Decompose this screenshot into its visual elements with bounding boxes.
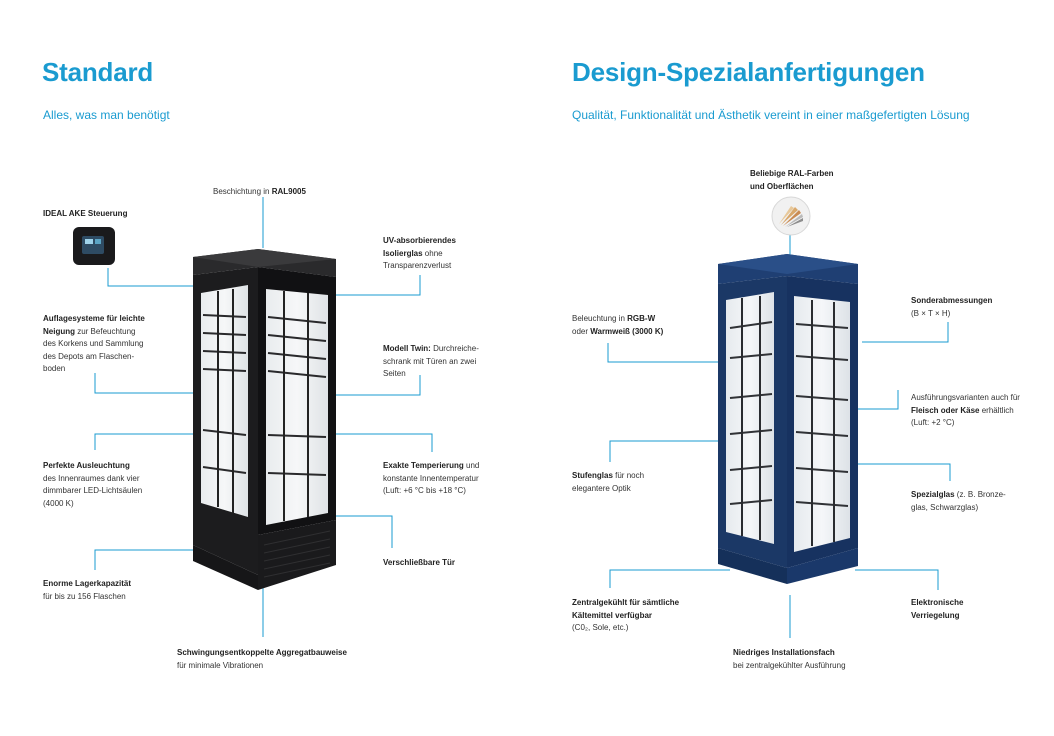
label-text: erhältlich bbox=[979, 405, 1014, 415]
label-text: Beschichtung in bbox=[213, 187, 272, 196]
label-special-glass: Spezialglas (z. B. Bronze-glas, Schwarzg… bbox=[911, 489, 1006, 514]
label-text: Modell Twin: bbox=[383, 344, 431, 353]
label-text: Niedriges Installationsfach bbox=[733, 648, 835, 657]
label-text: Beliebige RAL-Farben bbox=[750, 169, 834, 178]
label-text: RGB-W bbox=[627, 314, 656, 323]
label-text: Verriegelung bbox=[911, 610, 960, 620]
label-text: (B × T × H) bbox=[911, 308, 951, 318]
label-text: (Luft: +6 °C bis +18 °C) bbox=[383, 486, 466, 495]
label-text: oder bbox=[572, 326, 591, 336]
label-text: Auflagesysteme für leichte bbox=[43, 314, 145, 323]
label-rgb-lighting: Beleuchtung in RGB-W oder Warmweiß (3000 … bbox=[572, 313, 663, 338]
label-text: Schwingungsentkoppelte Aggregatbauweise bbox=[177, 648, 347, 657]
label-text: UV-absorbierendes bbox=[383, 236, 456, 245]
label-text: und Oberflächen bbox=[750, 181, 814, 191]
label-text: Verschließbare Tür bbox=[383, 558, 456, 567]
label-ral-colors: Beliebige RAL-Farben und Oberflächen bbox=[750, 168, 834, 193]
label-text: Beleuchtung in bbox=[572, 314, 628, 323]
color-swatch-fan-icon bbox=[771, 196, 811, 236]
label-text: Sonderabmessungen bbox=[911, 296, 993, 305]
label-text: und bbox=[463, 461, 480, 470]
label-text: bei zentralgekühlter Ausführung bbox=[733, 660, 846, 670]
label-text: Fleisch oder Käse bbox=[911, 405, 980, 415]
control-panel-icon bbox=[73, 227, 115, 265]
label-coating: Beschichtung in RAL9005 bbox=[213, 186, 306, 199]
label-text: Ausführungsvarianten auch für bbox=[911, 393, 1020, 402]
left-title: Standard bbox=[42, 57, 154, 87]
design-wine-cabinet bbox=[718, 254, 858, 584]
label-special-dimensions: Sonderabmessungen (B × T × H) bbox=[911, 295, 992, 320]
label-text: Isolierglas bbox=[383, 248, 423, 258]
label-text: glas, Schwarzglas) bbox=[911, 502, 979, 512]
label-step-glass: Stufenglas für noch elegantere Optik bbox=[572, 470, 644, 495]
label-text: (C0₂, Sole, etc.) bbox=[572, 623, 629, 632]
label-text: (4000 K) bbox=[43, 498, 74, 508]
label-text: Spezialglas bbox=[911, 490, 955, 499]
label-text: Exakte Temperierung bbox=[383, 461, 464, 470]
label-text: RAL9005 bbox=[271, 187, 306, 196]
standard-wine-cabinet bbox=[193, 249, 336, 590]
label-text: Elektronische bbox=[911, 598, 964, 607]
label-text: Seiten bbox=[383, 369, 406, 378]
label-text: des Korkens und Sammlung bbox=[43, 339, 144, 348]
label-text: Transparenzverlust bbox=[383, 261, 452, 270]
label-installation-compartment: Niedriges Installationsfach bei zentralge… bbox=[733, 647, 846, 672]
label-text: (Luft: +2 °C) bbox=[911, 418, 955, 427]
label-text: für noch bbox=[612, 471, 645, 480]
label-text: dimmbarer LED-Lichtsäulen bbox=[43, 486, 143, 495]
label-text: Warmweiß (3000 K) bbox=[590, 326, 664, 336]
label-lockable-door: Verschließbare Tür bbox=[383, 557, 455, 570]
right-subtitle: Qualität, Funktionalität und Ästhetik ve… bbox=[572, 108, 970, 122]
label-text: elegantere Optik bbox=[572, 483, 631, 493]
label-text: Perfekte Ausleuchtung bbox=[43, 461, 130, 470]
label-lighting: Perfekte Ausleuchtung des Innenraumes dan… bbox=[43, 460, 142, 510]
label-text: konstante Innentemperatur bbox=[383, 473, 479, 483]
label-text: zur Befeuchtung bbox=[75, 326, 136, 336]
label-text: für bis zu 156 Flaschen bbox=[43, 591, 126, 601]
label-text: Durchreiche- bbox=[430, 344, 479, 353]
label-control: IDEAL AKE Steuerung bbox=[43, 208, 127, 221]
label-text: des Depots am Flaschen- bbox=[43, 351, 135, 361]
label-text: boden bbox=[43, 364, 66, 373]
left-subtitle: Alles, was man benötigt bbox=[43, 108, 170, 122]
label-text: Enorme Lagerkapazität bbox=[43, 579, 132, 588]
label-capacity: Enorme Lagerkapazität für bis zu 156 Flas… bbox=[43, 578, 131, 603]
label-text: schrank mit Türen an zwei bbox=[383, 356, 477, 366]
label-text: Neigung bbox=[43, 326, 75, 336]
label-text: Kältemittel verfügbar bbox=[572, 610, 653, 620]
label-temperature: Exakte Temperierung und konstante Innente… bbox=[383, 460, 479, 498]
label-vibration: Schwingungsentkoppelte Aggregatbauweise f… bbox=[177, 647, 347, 672]
right-title: Design-Spezialanfertigungen bbox=[572, 57, 925, 87]
label-text: für minimale Vibrationen bbox=[177, 660, 264, 670]
label-text: Stufenglas bbox=[572, 471, 613, 480]
label-text: IDEAL AKE Steuerung bbox=[43, 209, 128, 218]
label-text: (z. B. Bronze- bbox=[954, 490, 1006, 499]
label-twin-model: Modell Twin: Durchreiche-schrank mit Tür… bbox=[383, 343, 479, 381]
label-text: ohne bbox=[422, 248, 443, 258]
label-text: Zentralgekühlt für sämtliche bbox=[572, 598, 680, 607]
label-text: des Innenraumes dank vier bbox=[43, 473, 140, 483]
